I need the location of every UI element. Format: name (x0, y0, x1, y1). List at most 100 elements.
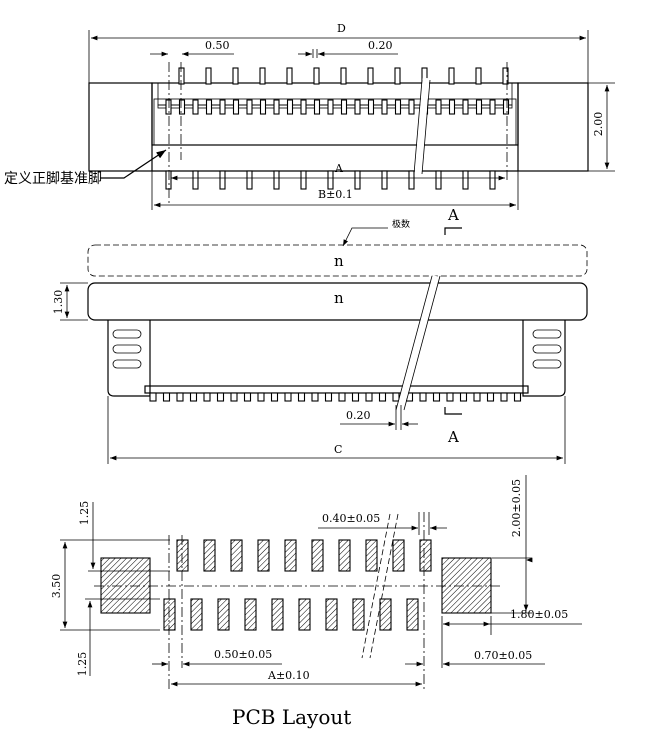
contact (300, 99, 307, 115)
pin (500, 392, 508, 402)
pad (203, 539, 216, 572)
right-latch (522, 320, 566, 397)
right-mount-pad (441, 557, 492, 614)
contact (435, 99, 442, 115)
pin (286, 67, 293, 85)
pin (203, 392, 211, 402)
pin (243, 392, 252, 402)
pin (162, 392, 171, 402)
dim-top-offset-label: 1.25 (78, 501, 91, 526)
contact (502, 99, 510, 115)
pin (367, 67, 374, 85)
dim-a-label: A (334, 162, 344, 175)
pin (327, 170, 334, 190)
pin (448, 67, 455, 85)
n-label-dashed: n (334, 252, 344, 270)
contact (246, 99, 253, 115)
pin (178, 67, 185, 85)
pin (192, 170, 199, 190)
pin (378, 392, 387, 402)
break-line (414, 77, 430, 177)
contact (178, 99, 186, 115)
contact-row (165, 99, 510, 115)
dim-bottom-offset-label: 1.25 (76, 652, 89, 677)
pin (313, 67, 320, 85)
pin (340, 67, 347, 85)
pin (489, 170, 496, 190)
pin (408, 170, 415, 190)
pin (257, 392, 265, 402)
dim-d-label: D (337, 22, 346, 35)
pin (273, 170, 280, 190)
pcb-bottom-pads (163, 598, 419, 631)
contact (408, 99, 415, 115)
contact (286, 99, 294, 115)
pin (176, 392, 184, 402)
side-view: n 极数 A A n 1.30 0.20 (52, 206, 588, 464)
pin (419, 392, 427, 402)
left-mount-pad (100, 557, 151, 614)
pin (432, 392, 441, 402)
contact (205, 99, 213, 115)
base-strip (144, 385, 529, 394)
pin (232, 67, 239, 85)
contact (475, 99, 483, 115)
left-housing (88, 82, 153, 172)
dim-pitch-label: 0.50 (205, 39, 230, 52)
dim-height-label: 2.00 (592, 112, 605, 137)
pin (338, 392, 346, 402)
pad (379, 598, 392, 631)
dim-pad-width-label: 0.40±0.05 (322, 512, 380, 525)
pin (149, 392, 157, 402)
pin (475, 67, 482, 85)
pin (300, 170, 307, 190)
dim-pad-height-label: 2.00±0.05 (510, 479, 523, 537)
side-pins (149, 392, 522, 402)
pin (381, 170, 388, 190)
pin (502, 67, 509, 85)
pin (189, 392, 198, 402)
actuator (87, 282, 588, 321)
section-mark-top: A (447, 206, 459, 224)
contact (381, 99, 388, 115)
contact (340, 99, 348, 115)
pcb-layout-title: PCB Layout (232, 705, 351, 729)
dim-side-pad-width-label: 1.80±0.05 (510, 608, 568, 621)
contact (367, 99, 375, 115)
pad (257, 539, 270, 572)
dim-pitch-label-pcb: 0.50±0.05 (214, 648, 272, 661)
dim-thickness-label: 1.30 (52, 290, 65, 315)
pin (354, 170, 361, 190)
pin (365, 392, 373, 402)
contact (273, 99, 280, 115)
pad (244, 598, 257, 631)
contact (232, 99, 240, 115)
pin (392, 392, 400, 402)
pin (324, 392, 333, 402)
pin (435, 170, 442, 190)
pcb-top-pads (176, 539, 432, 572)
pad (190, 598, 203, 631)
reference-pin-label: 定义正脚基准脚 (4, 170, 102, 187)
contact (448, 99, 456, 115)
pad (217, 598, 230, 631)
contact (313, 99, 321, 115)
dim-total-height-label: 3.50 (50, 574, 63, 599)
pin (259, 67, 266, 85)
pad (419, 539, 432, 572)
pad (338, 539, 351, 572)
pin (205, 67, 212, 85)
dim-pin-width-label: 0.20 (368, 39, 393, 52)
top-pins (178, 67, 509, 85)
pin (246, 170, 253, 190)
top-view: D 0.50 0.20 2.00 A B±0.1 (4, 22, 615, 210)
pin (311, 392, 319, 402)
pad (230, 539, 243, 572)
pin (446, 392, 454, 402)
contact (354, 99, 361, 115)
pin (394, 67, 401, 85)
pin (351, 392, 360, 402)
pin (513, 392, 522, 402)
contact (462, 99, 469, 115)
